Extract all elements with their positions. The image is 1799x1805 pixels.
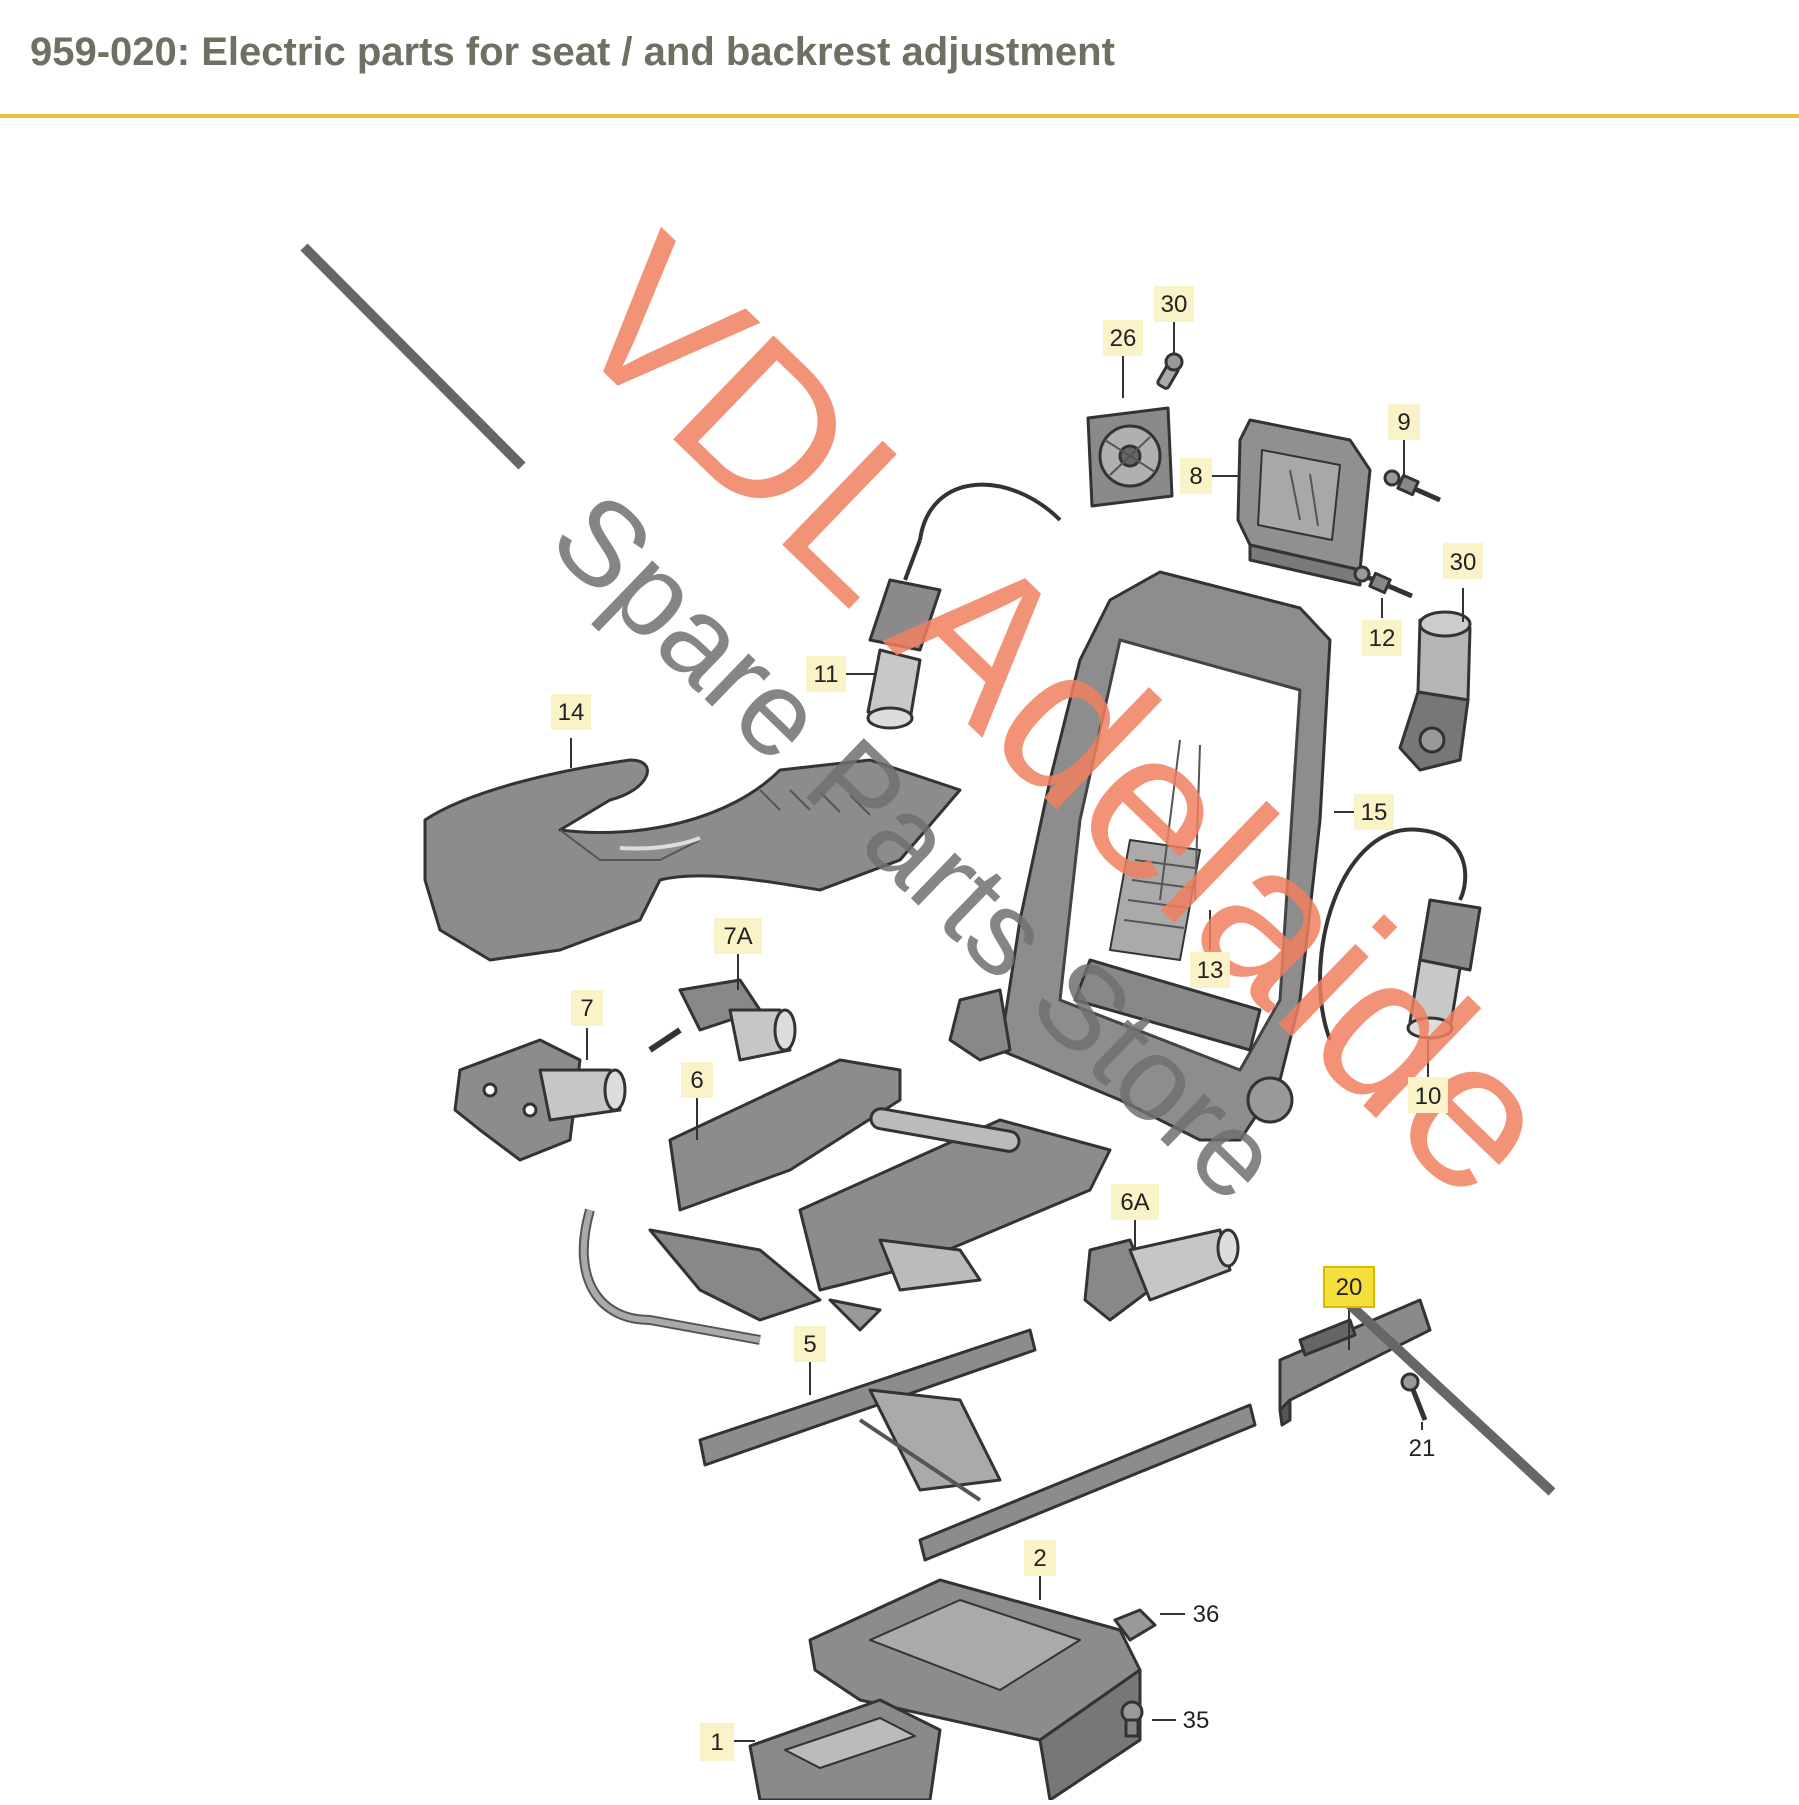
callout-25-label: 26 <box>1110 325 1137 352</box>
callout-14-label: 14 <box>558 699 585 726</box>
watermark-stroke-bottom <box>1330 1286 1556 1496</box>
callout-9-label: 9 <box>1397 409 1410 436</box>
callout-1[interactable]: 1 <box>700 1723 734 1761</box>
part-10-motor <box>1318 827 1482 1041</box>
callout-6a[interactable]: 6A <box>1111 1184 1159 1220</box>
callout-7[interactable]: 7 <box>571 990 603 1026</box>
part-36-clip <box>1113 1608 1157 1642</box>
callout-12-label: 12 <box>1369 625 1396 652</box>
part-12-screw <box>1353 565 1413 599</box>
callout-6[interactable]: 6 <box>681 1062 713 1098</box>
callout-36-label: 36 <box>1193 1601 1220 1628</box>
callout-20-label: 20 <box>1336 1274 1363 1301</box>
part-5-rails <box>698 1328 1257 1562</box>
part-7a-motor <box>648 978 797 1062</box>
parts-diagram: VDL Adelaide Spare Parts Store 26 30 8 9… <box>0 118 1799 1802</box>
page-header: 959-020: Electric parts for seat / and b… <box>0 0 1799 118</box>
callout-26-label: 30 <box>1161 291 1188 318</box>
callout-1-label: 1 <box>710 1729 723 1756</box>
part-7-bracket <box>453 1038 627 1162</box>
part-26-screw <box>1156 352 1184 390</box>
part-20-switch <box>1278 1298 1432 1427</box>
callout-21-label: 21 <box>1409 1435 1436 1462</box>
watermark-stroke-top <box>300 243 526 470</box>
part-2-tray <box>808 1578 1142 1802</box>
part-11-motor <box>866 482 1062 730</box>
callout-6-label: 6 <box>690 1067 703 1094</box>
callout-5-label: 5 <box>803 1331 816 1358</box>
exploded-view-svg: VDL Adelaide Spare Parts Store 26 30 8 9… <box>300 193 1602 1802</box>
page-title: 959-020: Electric parts for seat / and b… <box>30 30 1115 74</box>
callout-11-label: 11 <box>814 661 839 688</box>
callout-labels: 26 30 8 9 30 12 11 14 <box>551 286 1483 1761</box>
part-35-screw <box>1120 1700 1144 1738</box>
callout-12[interactable]: 12 <box>1362 620 1402 656</box>
part-13-harness <box>1159 739 1201 901</box>
callout-7a-label: 7A <box>723 923 752 950</box>
part-21-screw <box>1400 1372 1428 1421</box>
callout-36[interactable]: 36 <box>1186 1596 1226 1632</box>
callout-15[interactable]: 15 <box>1354 794 1394 830</box>
callout-13-label: 13 <box>1197 957 1224 984</box>
callout-30[interactable]: 30 <box>1443 543 1483 579</box>
callout-2-label: 2 <box>1033 1545 1046 1572</box>
callout-9[interactable]: 9 <box>1388 404 1420 440</box>
part-14-cushion <box>423 758 962 962</box>
part-6-seat-frame <box>578 1058 1112 1345</box>
callout-35-label: 35 <box>1183 1707 1210 1734</box>
part-6a-motor <box>1083 1228 1240 1322</box>
callout-7-label: 7 <box>580 995 593 1022</box>
callout-25[interactable]: 26 <box>1103 320 1143 356</box>
callout-5[interactable]: 5 <box>794 1326 826 1362</box>
callout-8-label: 8 <box>1189 463 1202 490</box>
callout-13[interactable]: 13 <box>1190 952 1230 988</box>
callout-21[interactable]: 21 <box>1402 1430 1442 1466</box>
callout-11[interactable]: 11 <box>806 656 846 692</box>
callout-8[interactable]: 8 <box>1180 458 1212 494</box>
callout-2[interactable]: 2 <box>1024 1540 1056 1576</box>
callout-10[interactable]: 10 <box>1408 1077 1448 1113</box>
part-9-screw <box>1383 469 1442 503</box>
part-25-fan <box>1086 406 1174 508</box>
part-30-motor <box>1398 610 1472 772</box>
callout-7a[interactable]: 7A <box>714 918 762 954</box>
part-8-module <box>1236 418 1372 587</box>
callout-30-label: 30 <box>1450 549 1477 576</box>
leader-lines <box>570 322 1464 1742</box>
callout-14[interactable]: 14 <box>551 694 591 730</box>
callout-20-highlighted[interactable]: 20 <box>1323 1266 1375 1308</box>
callout-35[interactable]: 35 <box>1176 1702 1216 1738</box>
callout-26[interactable]: 30 <box>1154 286 1194 322</box>
callout-15-label: 15 <box>1361 799 1388 826</box>
callout-10-label: 10 <box>1415 1083 1442 1110</box>
callout-6a-label: 6A <box>1120 1189 1149 1216</box>
part-1-control-unit <box>748 1698 942 1802</box>
